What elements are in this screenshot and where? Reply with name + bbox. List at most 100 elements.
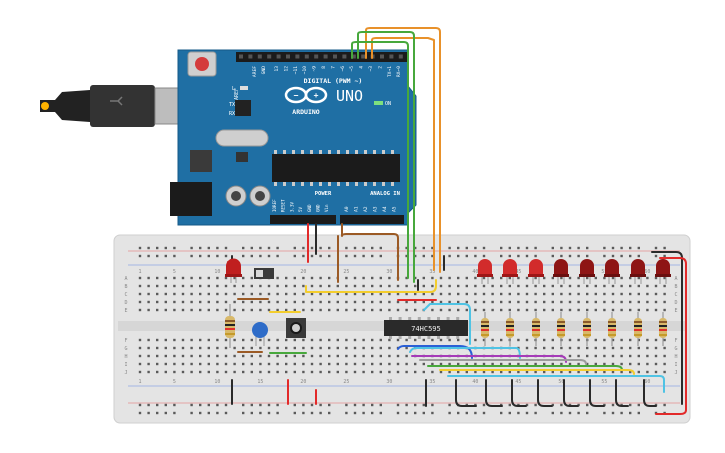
power-pin-label: RESET <box>281 199 286 212</box>
row-letter: H <box>674 354 677 360</box>
wire-black-b9 <box>615 379 629 407</box>
power-jack[interactable] <box>170 182 212 216</box>
digital-pin-label: 2 <box>377 66 383 69</box>
reset-button-cap[interactable] <box>195 57 209 71</box>
digital-pin-label: 7 <box>330 66 336 69</box>
output-led[interactable] <box>630 259 646 284</box>
column-number-bottom: 1 <box>138 379 141 385</box>
column-number-bottom: 60 <box>644 379 650 385</box>
row-letter: C <box>674 292 677 298</box>
atmega-chip <box>272 154 400 182</box>
power-header <box>270 215 336 224</box>
l-led <box>240 86 248 90</box>
wire-yellow-long <box>439 369 635 375</box>
breadboard-holes <box>138 246 666 415</box>
output-led[interactable] <box>579 259 595 284</box>
ceramic-capacitor <box>252 322 268 346</box>
row-letter: D <box>124 300 127 306</box>
row-letter: H <box>124 354 127 360</box>
l-label: L <box>232 86 235 92</box>
digital-pin-label: ~9 <box>312 66 318 72</box>
column-number-top: 1 <box>138 269 141 275</box>
usb-chip <box>235 100 251 116</box>
digital-pin-label: ~10 <box>302 66 308 75</box>
current-limiting-resistor <box>506 312 514 346</box>
current-limiting-resistor <box>634 312 642 346</box>
current-limiting-resistor <box>608 312 616 346</box>
power-pin-label: Vin <box>324 204 329 212</box>
column-number-top: 55 <box>601 269 607 275</box>
column-number-bottom: 45 <box>515 379 521 385</box>
wire-brown-a0 <box>341 223 399 281</box>
arduino-model: UNO <box>336 87 363 105</box>
tx-label: TX <box>229 102 235 108</box>
shift-register-pins <box>389 317 460 339</box>
output-led[interactable] <box>528 259 544 284</box>
wire-black-b5 <box>511 379 527 407</box>
analog-pin-label: A1 <box>354 206 360 212</box>
output-led[interactable] <box>655 259 671 284</box>
digital-pin-label: 4 <box>359 66 365 69</box>
row-letter: I <box>124 362 127 368</box>
wire-yellow-1 <box>305 279 437 293</box>
slide-switch[interactable] <box>254 268 274 279</box>
digital-pin-sockets <box>239 54 403 59</box>
wire-black-b6 <box>537 379 553 407</box>
column-number-top: 5 <box>173 269 176 275</box>
row-letter: D <box>674 300 677 306</box>
usb-plug-icon <box>41 102 49 110</box>
digital-pin-label: RX←0 <box>396 66 402 77</box>
wire-black-b7 <box>563 379 579 407</box>
shift-register-chip[interactable]: 74HC595 <box>384 317 468 339</box>
atmega-pins <box>274 150 394 186</box>
led-row <box>477 259 671 284</box>
analog-pin-label: A3 <box>373 206 379 212</box>
status-led[interactable] <box>225 258 242 284</box>
digital-pin-label: ~11 <box>293 66 299 75</box>
wire-orange-pin2 <box>371 37 435 271</box>
current-limiting-resistor <box>481 312 489 346</box>
wire-black-b8 <box>589 379 605 407</box>
svg-text:+: + <box>314 91 319 100</box>
digital-pin-label: ~6 <box>340 66 346 72</box>
resistor-row <box>481 312 667 346</box>
usb-symbol-icon <box>110 96 123 106</box>
wire-cyan-1 <box>423 303 471 345</box>
column-number-bottom: 50 <box>558 379 564 385</box>
current-limiting-resistor <box>659 312 667 346</box>
wire-red-right-rail <box>655 257 687 415</box>
row-letter: J <box>674 370 677 376</box>
power-pin-label: GND <box>307 204 312 212</box>
row-letter: B <box>124 284 127 290</box>
wire-cyan-long <box>447 375 665 393</box>
output-led[interactable] <box>604 259 620 284</box>
column-number-bottom: 55 <box>601 379 607 385</box>
wire-black-b3 <box>455 379 477 407</box>
small-component <box>236 152 248 162</box>
on-label: ON <box>385 101 391 107</box>
column-number-top: 30 <box>386 269 392 275</box>
push-button[interactable] <box>286 318 306 338</box>
row-letter: J <box>124 370 127 376</box>
power-pin-label: 3.3V <box>289 201 294 212</box>
row-letter: F <box>124 338 127 344</box>
pull-down-resistor <box>225 304 235 348</box>
column-number-bottom: 40 <box>472 379 478 385</box>
aref-pin-label: AREF <box>252 66 258 77</box>
wire-cyan-2 <box>409 347 521 359</box>
digital-pin-label: ~3 <box>368 66 374 72</box>
column-number-top: 35 <box>429 269 435 275</box>
digital-header-label: DIGITAL (PWM ~) <box>304 77 363 85</box>
digital-pin-label: 8 <box>321 66 327 69</box>
current-limiting-resistor <box>583 312 591 346</box>
output-led[interactable] <box>477 259 493 284</box>
row-letter: I <box>674 362 677 368</box>
output-led[interactable] <box>502 259 518 284</box>
wire-green-pin4 <box>357 31 415 283</box>
digital-pin-label: TX→1 <box>387 66 393 77</box>
output-led[interactable] <box>553 259 569 284</box>
